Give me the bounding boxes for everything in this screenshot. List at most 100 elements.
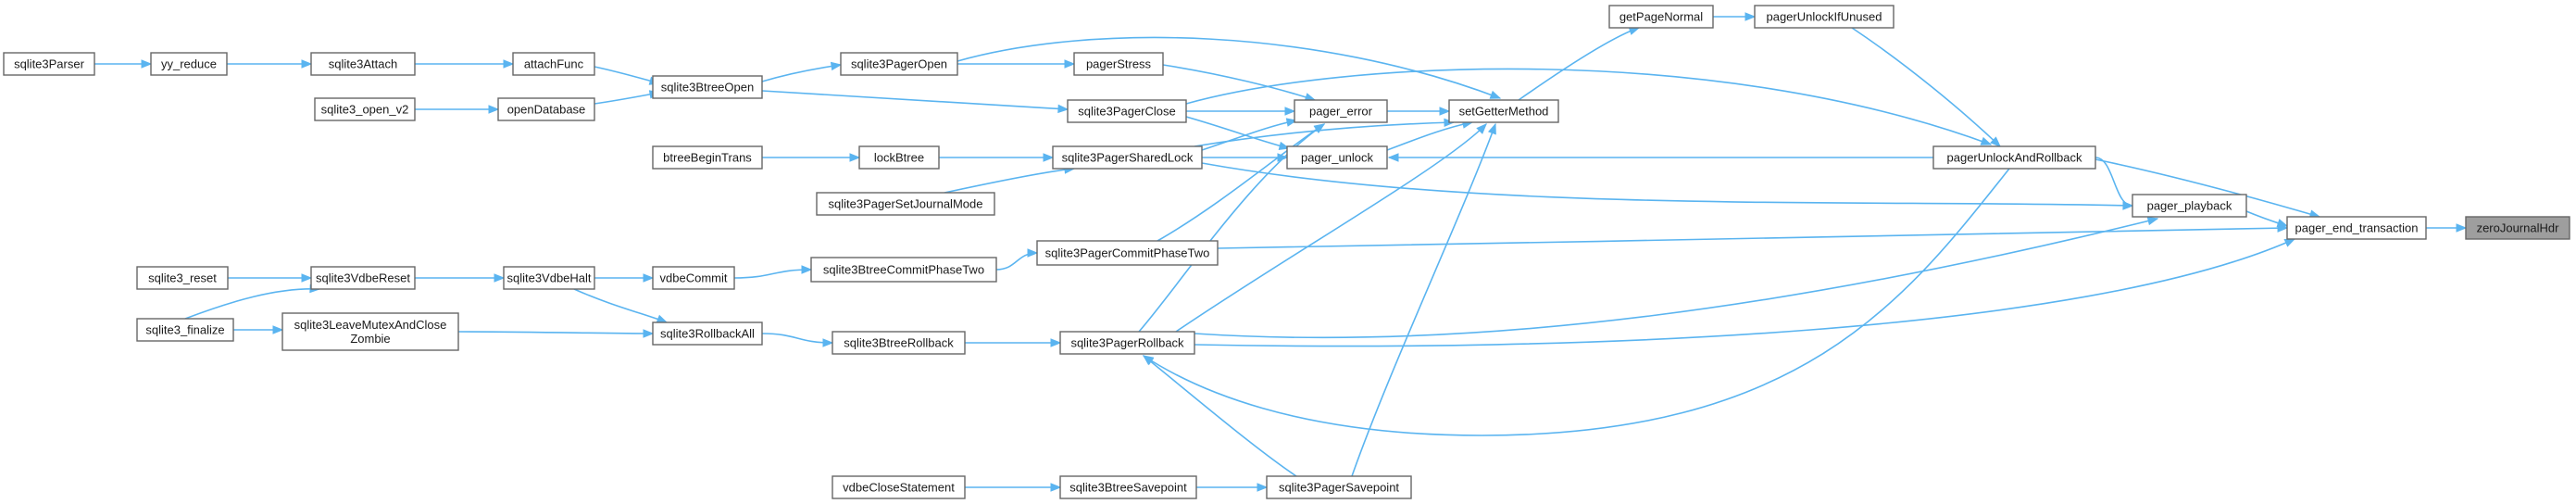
node-box[interactable] — [858, 145, 940, 170]
edge-arrowhead — [272, 325, 284, 334]
node-box[interactable] — [1059, 331, 1195, 355]
node-sqlite3-rollback-all[interactable]: sqlite3RollbackAll — [652, 321, 763, 346]
node-box[interactable] — [652, 266, 735, 290]
node-pager-unlock[interactable]: pager_unlock — [1286, 145, 1388, 170]
node-label: sqlite3PagerCommitPhaseTwo — [1045, 246, 1210, 260]
node-box[interactable] — [1932, 145, 2096, 170]
edge-arrowhead — [1489, 90, 1502, 99]
node-box[interactable] — [652, 321, 763, 346]
edge-vdbe-close-statement-to-sqlite3-btree-savepoint — [965, 483, 1062, 492]
node-sqlite3-open-v2[interactable]: sqlite3_open_v2 — [314, 97, 416, 121]
node-box[interactable] — [652, 75, 763, 99]
node-sqlite3-finalize[interactable]: sqlite3_finalize — [136, 318, 234, 342]
node-box[interactable] — [816, 192, 995, 216]
node-box[interactable] — [2286, 216, 2427, 240]
node-box[interactable] — [136, 318, 234, 342]
node-pager-playback[interactable]: pager_playback — [2132, 194, 2247, 218]
edge-line — [573, 288, 668, 323]
node-label: sqlite3PagerSharedLock — [1062, 151, 1194, 165]
edge-line — [1217, 227, 2288, 249]
node-box[interactable] — [3, 52, 95, 76]
node-set-getter-method[interactable]: setGetterMethod — [1448, 99, 1559, 123]
edge-arrowhead — [301, 273, 313, 283]
node-get-page-normal[interactable]: getPageNormal — [1608, 5, 1714, 29]
edge-arrowhead — [1142, 355, 1155, 365]
node-sqlite3-pager-close[interactable]: sqlite3PagerClose — [1067, 99, 1187, 123]
node-label: sqlite3PagerSavepoint — [1279, 481, 1399, 495]
node-sqlite3-btree-commit-phase-two[interactable]: sqlite3BtreeCommitPhaseTwo — [810, 257, 997, 283]
node-sqlite3-pager-set-journal-mode[interactable]: sqlite3PagerSetJournalMode — [816, 192, 995, 216]
node-vdbe-close-statement[interactable]: vdbeCloseStatement — [832, 475, 966, 499]
node-box[interactable] — [512, 52, 595, 76]
node-box[interactable] — [497, 97, 595, 121]
node-box[interactable] — [810, 257, 997, 283]
node-sqlite3-btree-open[interactable]: sqlite3BtreeOpen — [652, 75, 763, 99]
node-box[interactable] — [2465, 216, 2570, 240]
node-box[interactable] — [1067, 99, 1187, 123]
node-sqlite3-reset[interactable]: sqlite3_reset — [136, 266, 229, 290]
node-label: pager_playback — [2147, 199, 2232, 213]
node-box[interactable] — [1294, 99, 1388, 123]
node-box[interactable] — [1073, 52, 1164, 76]
node-box[interactable] — [652, 145, 763, 170]
node-lock-btree[interactable]: lockBtree — [858, 145, 940, 170]
edge-yy-reduce-to-sqlite3-attach — [227, 59, 313, 69]
node-box[interactable] — [136, 266, 229, 290]
node-sqlite3-attach[interactable]: sqlite3Attach — [310, 52, 416, 76]
node-box[interactable] — [503, 266, 595, 290]
node-box[interactable] — [1266, 475, 1412, 499]
node-sqlite3-pager-open[interactable]: sqlite3PagerOpen — [840, 52, 958, 76]
node-yy-reduce[interactable]: yy_reduce — [150, 52, 228, 76]
node-label: vdbeCloseStatement — [843, 481, 955, 495]
edge-pager-stress-to-pager-error — [1162, 64, 1317, 102]
node-box[interactable] — [832, 475, 966, 499]
node-box[interactable] — [314, 97, 416, 121]
node-box[interactable] — [832, 331, 966, 355]
node-open-database[interactable]: openDatabase — [497, 97, 595, 121]
node-sqlite3-pager-savepoint[interactable]: sqlite3PagerSavepoint — [1266, 475, 1412, 499]
node-sqlite3-vdbe-reset[interactable]: sqlite3VdbeReset — [310, 266, 416, 290]
node-pager-unlock-if-unused[interactable]: pagerUnlockIfUnused — [1754, 5, 1894, 29]
node-box[interactable] — [281, 312, 459, 351]
node-label: sqlite3BtreeSavepoint — [1069, 481, 1187, 495]
node-label: sqlite3BtreeRollback — [844, 336, 954, 350]
node-sqlite3-vdbe-halt[interactable]: sqlite3VdbeHalt — [503, 266, 595, 290]
node-btree-begin-trans[interactable]: btreeBeginTrans — [652, 145, 763, 170]
node-pager-stress[interactable]: pagerStress — [1073, 52, 1164, 76]
node-box[interactable] — [1059, 475, 1197, 499]
node-sqlite3-parser[interactable]: sqlite3Parser — [3, 52, 95, 76]
node-box[interactable] — [1608, 5, 1714, 29]
node-sqlite3-btree-savepoint[interactable]: sqlite3BtreeSavepoint — [1059, 475, 1197, 499]
edge-sqlite3-btree-rollback-to-sqlite3-pager-rollback — [964, 338, 1062, 347]
node-label: pagerUnlockAndRollback — [1947, 151, 2082, 165]
edge-get-page-normal-to-pager-unlock-if-unused — [1713, 12, 1757, 21]
node-sqlite3-pager-commit-phase-two[interactable]: sqlite3PagerCommitPhaseTwo — [1036, 240, 1219, 266]
node-box[interactable] — [150, 52, 228, 76]
node-box[interactable] — [1036, 240, 1219, 266]
node-sqlite3-pager-shared-lock[interactable]: sqlite3PagerSharedLock — [1052, 145, 1203, 170]
node-pager-end-transaction[interactable]: pager_end_transaction — [2286, 216, 2427, 240]
node-label: sqlite3PagerSetJournalMode — [829, 197, 983, 211]
edge-arrowhead — [1027, 248, 1039, 258]
node-vdbe-commit[interactable]: vdbeCommit — [652, 266, 735, 290]
node-box[interactable] — [1754, 5, 1894, 29]
node-box[interactable] — [1052, 145, 1203, 170]
node-box[interactable] — [1286, 145, 1388, 170]
node-box[interactable] — [310, 52, 416, 76]
node-zero-journal-hdr[interactable]: zeroJournalHdr — [2465, 216, 2570, 240]
node-box[interactable] — [840, 52, 958, 76]
edge-set-getter-method-to-get-page-normal — [1518, 26, 1641, 101]
node-pager-error[interactable]: pager_error — [1294, 99, 1388, 123]
edge-sqlite3-pager-close-to-pager-unlock-and-rollback — [1185, 68, 1993, 145]
node-box[interactable] — [310, 266, 416, 290]
node-attach-func[interactable]: attachFunc — [512, 52, 595, 76]
node-sqlite3-btree-rollback[interactable]: sqlite3BtreeRollback — [832, 331, 966, 355]
node-label: Zombie — [350, 332, 390, 346]
node-box[interactable] — [2132, 194, 2247, 218]
node-sqlite3-pager-rollback[interactable]: sqlite3PagerRollback — [1059, 331, 1195, 355]
node-pager-unlock-and-rollback[interactable]: pagerUnlockAndRollback — [1932, 145, 2096, 170]
node-box[interactable] — [1448, 99, 1559, 123]
edge-sqlite3-pager-open-to-set-getter-method — [957, 36, 1502, 99]
node-label: sqlite3BtreeOpen — [661, 81, 754, 94]
